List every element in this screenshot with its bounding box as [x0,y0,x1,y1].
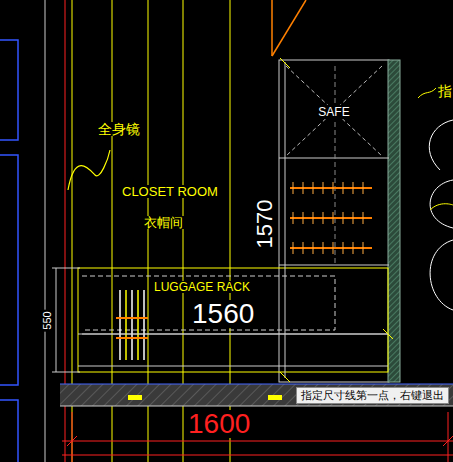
wall-strip [388,60,400,382]
tooltip-text: 指定尺寸线第一点，右键退出 [301,390,444,401]
door-line [272,0,306,56]
hanger-clip [116,337,148,339]
rack-slat [343,212,344,224]
rack-slat [333,182,334,194]
rack-slat [293,212,294,224]
center-line [335,66,336,265]
dimension-tick [383,329,393,339]
cut-off-label: 指 [436,84,453,98]
safe-box: SAFE [286,67,382,156]
rack-slat [323,212,324,224]
safe-cross [286,66,382,156]
rack-slat [313,182,314,194]
rack-bar [290,187,372,189]
hanger-bar [125,290,127,360]
shelf-line [279,158,389,159]
rack-slat [293,242,294,254]
right-furniture [418,88,453,310]
left-panels [0,40,18,462]
shoe-racks [290,182,372,254]
hanger-bar [131,290,133,360]
rack-slat [353,242,354,254]
floor-line [60,384,453,385]
rack-rail [78,366,388,367]
rack-slat [303,242,304,254]
rack-slat [343,182,344,194]
hanger-bar [137,290,139,360]
room-label: CLOSET ROOM [120,185,220,198]
mirror-label: 全身镜 [96,122,142,136]
rack-slat [353,212,354,224]
dimension-550 [52,268,80,372]
rack-slat [323,242,324,254]
rack-bar [290,247,372,249]
rack-slat [363,182,364,194]
hanger-bar [119,290,121,360]
dimension-1560 [82,334,388,335]
rack-slat [293,182,294,194]
grid-line [45,0,46,462]
rack-slat [303,212,304,224]
rack-slat [323,182,324,194]
rack-slat [333,212,334,224]
rack-slat [313,242,314,254]
rack-slat [363,242,364,254]
dimension-text: 1570 [254,198,276,251]
mirror-leader [68,150,110,190]
luggage-rack-outline [78,268,388,372]
marker [268,395,282,400]
rack-slat [303,182,304,194]
dimension-text: 550 [41,309,52,331]
rack-slat [333,242,334,254]
floor-line [60,406,453,407]
dimension-text: 1600 [186,410,252,438]
rack-bar [290,217,372,219]
dimension-1570 [280,58,290,382]
rack-label: LUGGAGE RACK [152,281,252,293]
floor-band [60,384,453,406]
rack-slat [343,242,344,254]
dimension-text: 1560 [190,300,256,328]
hanger-clip [116,317,148,319]
dimension-1600 [62,412,453,462]
rack-slat [363,212,364,224]
hanger-bars [116,290,148,360]
shelf-line [279,265,389,266]
marker [128,395,142,400]
hanger-bar [143,290,145,360]
rack-slat [313,212,314,224]
rack-rail [78,334,388,335]
room-label-cn: 衣帽间 [142,216,185,229]
command-tooltip: 指定尺寸线第一点，右键退出 [296,387,449,404]
rack-slat [353,182,354,194]
safe-label: SAFE [316,105,351,119]
